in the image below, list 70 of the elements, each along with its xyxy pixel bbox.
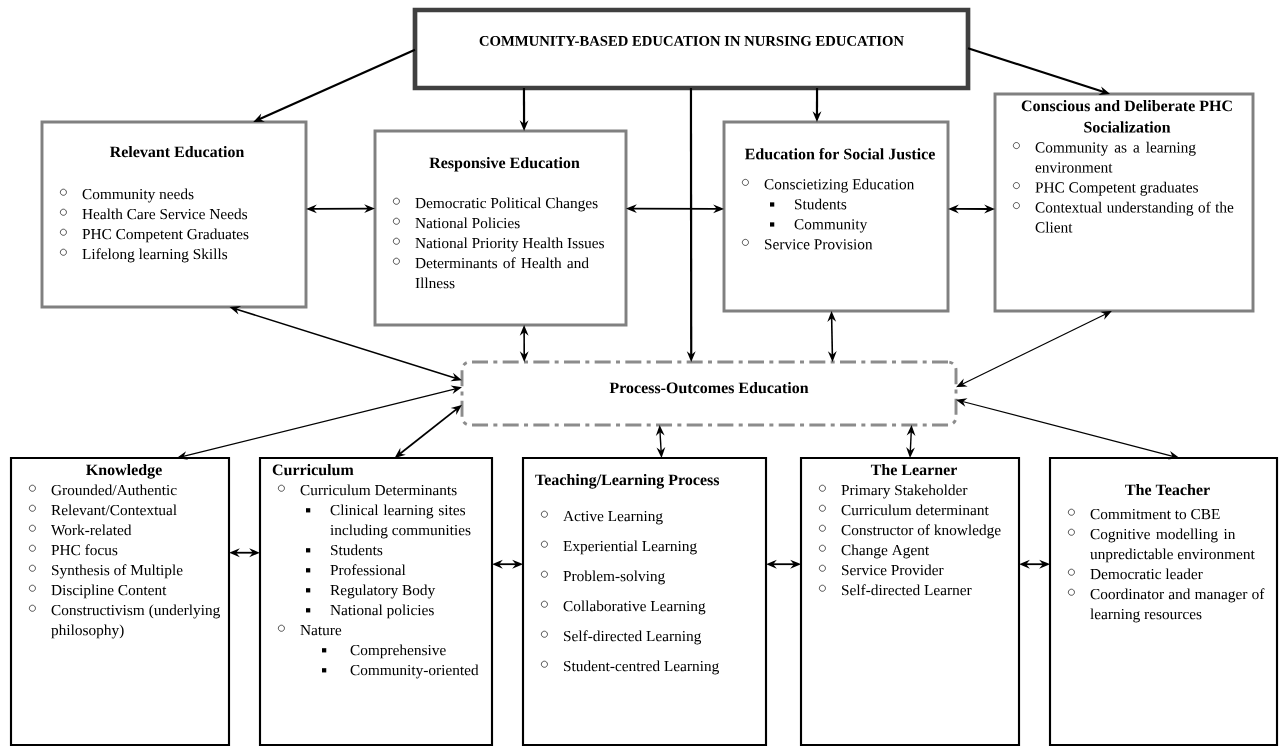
box-heading: Conscious and Deliberate PHC Socialization [1021, 100, 1232, 133]
list-item: Curriculum Determinants [278, 484, 457, 496]
list-item: National Priority Health Issues [393, 237, 604, 252]
list-item: Community as a learning environment [1013, 141, 1196, 173]
box-heading: Education for Social Justice [744, 148, 935, 160]
list-item: Collaborative Learning [541, 600, 706, 615]
list-item: Conscietizing Education [742, 178, 915, 193]
concept-box [373, 129, 628, 327]
concept-box [722, 120, 950, 313]
list-item: Regulatory Body [306, 584, 436, 599]
list-item: Self-directed Learner [819, 584, 972, 596]
box-heading: The Teacher [1125, 484, 1210, 496]
list-item: Service Provider [819, 564, 944, 576]
list-item: PHC Competent Graduates [60, 228, 249, 243]
list-item: Cognitive modelling in unpredictable environment [1068, 528, 1255, 563]
concept-box [258, 456, 494, 747]
box-heading: Curriculum [272, 464, 354, 476]
outcome-box [460, 360, 958, 427]
list-item: Problem-solving [541, 570, 665, 585]
concept-box [1048, 456, 1279, 747]
list-item: Discipline Content [29, 584, 167, 599]
box-heading: Knowledge [86, 464, 162, 479]
list-item: Nature [278, 624, 342, 636]
list-item: Community needs [60, 188, 194, 203]
list-item: Curriculum determinant [819, 504, 989, 516]
concept-box [993, 92, 1255, 313]
list-item: Primary Stakeholder [819, 484, 968, 499]
box-heading: COMMUNITY-BASED EDUCATION IN NURSING EDUCATION [479, 36, 904, 46]
title-box [412, 7, 971, 91]
concept-box [9, 456, 231, 747]
list-item: Work-related [29, 524, 132, 536]
box-heading: Teaching/Learning Process [535, 474, 720, 489]
list-item: PHC Competent graduates [1013, 181, 1198, 196]
arrow [956, 311, 1112, 388]
list-item: Lifelong learning Skills [60, 248, 228, 263]
list-item: Community [770, 219, 868, 233]
box-heading: Responsive Education [429, 157, 580, 172]
list-item: Self-directed Learning [541, 630, 702, 645]
list-item: Experiential Learning [541, 540, 697, 555]
concept-box [799, 456, 1021, 747]
list-item: Community-oriented [322, 664, 479, 679]
list-item: National policies [306, 604, 434, 619]
list-item: Commitment to CBE [1068, 508, 1220, 520]
list-item: Determinants of Health and Illness [393, 257, 589, 289]
list-item: Contextual understanding of the Client [1013, 201, 1234, 233]
list-item: National Policies [393, 217, 520, 229]
list-item: Democratic Political Changes [393, 197, 598, 212]
list-item: Service Provision [742, 239, 873, 250]
list-item: Grounded/Authentic [29, 484, 177, 496]
list-item: Coordinator and manager of learning resources [1068, 588, 1265, 623]
list-item: Clinical learning sites including communities [306, 504, 471, 539]
list-item: Change Agent [819, 544, 930, 559]
list-item: Relevant/Contextual [29, 504, 177, 516]
list-item: Synthesis of Multiple [29, 564, 183, 579]
list-item: PHC focus [29, 544, 118, 556]
list-item: Health Care Service Needs [60, 208, 248, 220]
list-item: Professional [306, 564, 406, 576]
list-item: Students [770, 198, 847, 210]
box-heading: Process-Outcomes Education [609, 382, 809, 394]
list-item: Student-centred Learning [541, 660, 719, 675]
list-item: Students [306, 544, 383, 556]
concept-box [521, 456, 768, 747]
list-item: Constructor of knowledge [819, 524, 1001, 539]
list-item: Comprehensive [322, 644, 446, 659]
box-heading: Relevant Education [109, 146, 245, 158]
box-heading: The Learner [870, 464, 957, 476]
list-item: Active Learning [541, 510, 663, 525]
list-item: Democratic leader [1068, 568, 1203, 580]
list-item: Constructivism (underlying philosophy) [29, 604, 220, 639]
concept-box [40, 120, 308, 309]
